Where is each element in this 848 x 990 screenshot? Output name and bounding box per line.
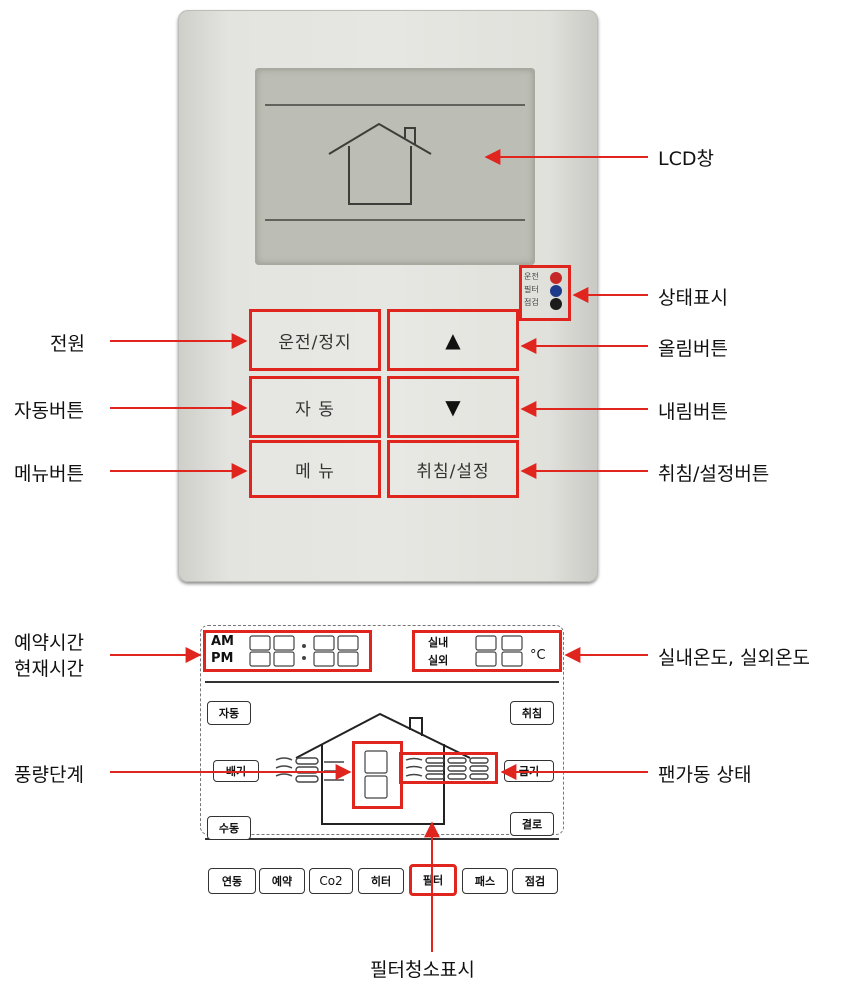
temp-seven-segment-icon: [475, 635, 523, 667]
label-current-time: 현재시간: [14, 658, 84, 680]
lcd-diagram-bottom-line: [205, 838, 559, 840]
celsius-label: °C: [530, 648, 546, 663]
label-fan-level: 풍량단계: [14, 764, 84, 786]
up-arrow-icon: ▲: [445, 328, 461, 352]
fan-level-segment-icon: [364, 750, 388, 799]
reserve-button[interactable]: 예약: [259, 868, 305, 894]
label-menu-button: 메뉴버튼: [14, 463, 84, 485]
time-display-frame: [203, 630, 372, 672]
condensation-button[interactable]: 결로: [510, 812, 554, 836]
fan-status-frame: [399, 752, 498, 784]
label-up-button: 올림버튼: [658, 338, 728, 360]
house-outline-icon: [295, 712, 471, 825]
link-button[interactable]: 연동: [208, 868, 256, 894]
label-status: 상태표시: [658, 287, 728, 309]
exhaust-airflow-icon: [275, 757, 344, 783]
label-reserve-time: 예약시간: [14, 632, 84, 654]
supply-button[interactable]: 급기: [504, 760, 554, 782]
cancel-set-label: 취침/설정: [416, 461, 490, 482]
sleep-button[interactable]: 취침: [510, 701, 554, 725]
cancel-set-button[interactable]: 취침/설정: [387, 440, 519, 498]
lcd-window: [255, 68, 535, 265]
down-button[interactable]: ▼: [387, 376, 519, 438]
temp-display-frame: [412, 630, 562, 672]
label-power: 전원: [50, 333, 85, 355]
time-seven-segment-icon: [249, 635, 359, 667]
led-check-icon: [550, 298, 562, 310]
mode-auto-button[interactable]: 자동: [207, 701, 251, 725]
am-label: AM: [211, 634, 234, 649]
label-cancel-set-button: 취침/설정버튼: [658, 463, 770, 485]
lcd-divider-top: [265, 104, 525, 106]
heater-button[interactable]: 히터: [358, 868, 404, 894]
label-auto-button: 자동버튼: [14, 400, 84, 422]
auto-label: 자 동: [295, 399, 335, 420]
supply-airflow-icon: [405, 757, 489, 780]
inspect-button[interactable]: 점검: [512, 868, 558, 894]
label-filter-clean: 필터청소표시: [370, 959, 475, 981]
led-label-check: 점검: [524, 298, 539, 307]
led-label-run: 운전: [524, 272, 539, 281]
menu-button[interactable]: 메 뉴: [249, 440, 381, 498]
down-arrow-icon: ▼: [445, 395, 461, 419]
label-fan-status: 팬가동 상태: [658, 764, 752, 786]
run-stop-button[interactable]: 운전/정지: [249, 309, 381, 371]
run-stop-label: 운전/정지: [278, 332, 352, 353]
pm-label: PM: [211, 651, 234, 666]
led-filter-icon: [550, 285, 562, 297]
label-lcd-window: LCD창: [658, 148, 714, 170]
lcd-house-icon: [328, 122, 432, 205]
pass-button[interactable]: 패스: [462, 868, 508, 894]
indoor-label: 실내: [428, 636, 449, 649]
led-label-filter: 필터: [524, 285, 539, 294]
up-button[interactable]: ▲: [387, 309, 519, 371]
label-down-button: 내림버튼: [658, 401, 728, 423]
auto-button[interactable]: 자 동: [249, 376, 381, 438]
lcd-divider-bottom: [265, 219, 525, 221]
led-run-icon: [550, 272, 562, 284]
lcd-segment-diagram: [200, 625, 564, 835]
status-led-panel: 운전 필터 점검: [519, 265, 571, 321]
manual-button[interactable]: 수동: [207, 816, 251, 840]
outdoor-label: 실외: [428, 654, 449, 667]
lcd-diagram-divider: [205, 681, 559, 683]
co2-button[interactable]: Co2: [309, 868, 353, 894]
menu-label: 메 뉴: [295, 461, 335, 482]
label-temperature: 실내온도, 실외온도: [658, 647, 810, 669]
